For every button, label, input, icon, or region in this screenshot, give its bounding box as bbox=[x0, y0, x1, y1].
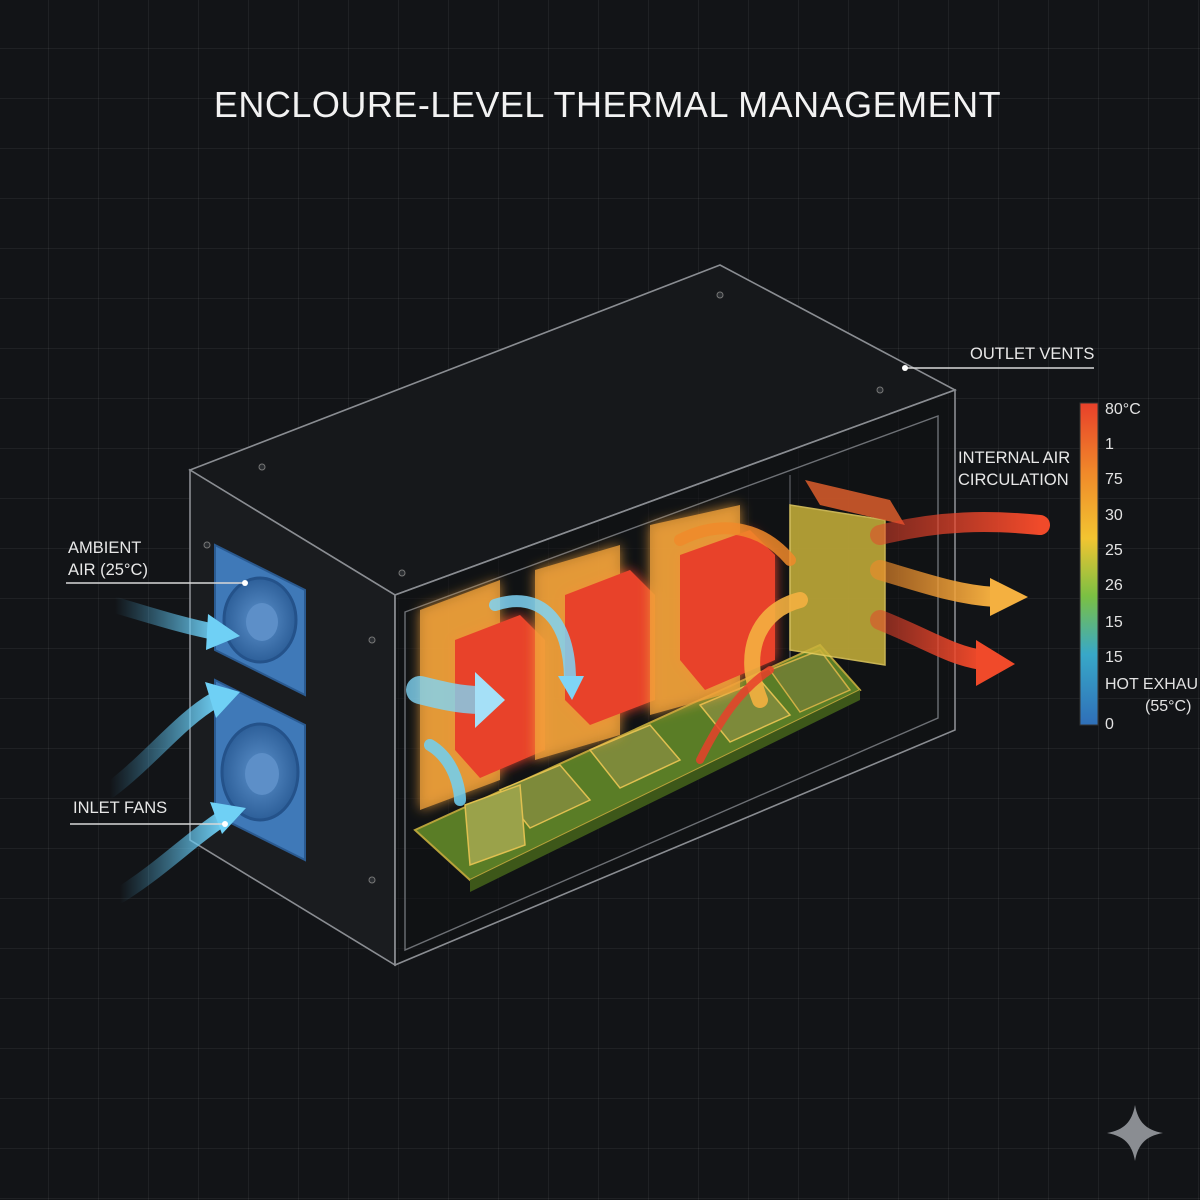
sparkle-icon bbox=[1107, 1105, 1163, 1161]
scale-tick-label: 80°C bbox=[1105, 401, 1141, 418]
outlet-vents-label: OUTLET VENTS bbox=[970, 345, 1095, 363]
cool-air-arrows bbox=[102, 595, 584, 903]
leader-lines bbox=[66, 365, 1094, 827]
heatsink-2 bbox=[535, 545, 655, 760]
scale-hot-exhaust-label: HOT EXHAU bbox=[1105, 676, 1199, 693]
scale-tick-label: 15 bbox=[1105, 614, 1123, 631]
internal-air-label-line1: INTERNAL AIR bbox=[958, 449, 1071, 467]
circuit-board bbox=[413, 643, 862, 892]
ambient-air-label-line2: AIR (25°C) bbox=[68, 561, 148, 579]
ambient-air-label-line1: AMBIENT bbox=[68, 539, 142, 557]
temperature-scale-bar bbox=[1079, 402, 1099, 726]
diagram-title: ENCLOURE-LEVEL THERMAL MANAGEMENT bbox=[213, 84, 1002, 125]
scale-tick-label: 15 bbox=[1105, 649, 1123, 666]
scale-tick-label: 0 bbox=[1105, 716, 1114, 733]
scale-exhaust-temp-label: (55°C) bbox=[1145, 698, 1192, 715]
scale-tick-label: 75 bbox=[1105, 471, 1123, 488]
inlet-fans-label: INLET FANS bbox=[73, 799, 168, 817]
scale-tick-label: 1 bbox=[1105, 436, 1114, 453]
outlet-vent-block bbox=[789, 480, 905, 666]
scale-tick-label: 30 bbox=[1105, 507, 1123, 524]
internal-air-label-line2: CIRCULATION bbox=[958, 471, 1069, 489]
scale-tick-label: 25 bbox=[1105, 542, 1123, 559]
hot-air-arrows bbox=[674, 512, 1050, 764]
scale-tick-label: 26 bbox=[1105, 577, 1123, 594]
